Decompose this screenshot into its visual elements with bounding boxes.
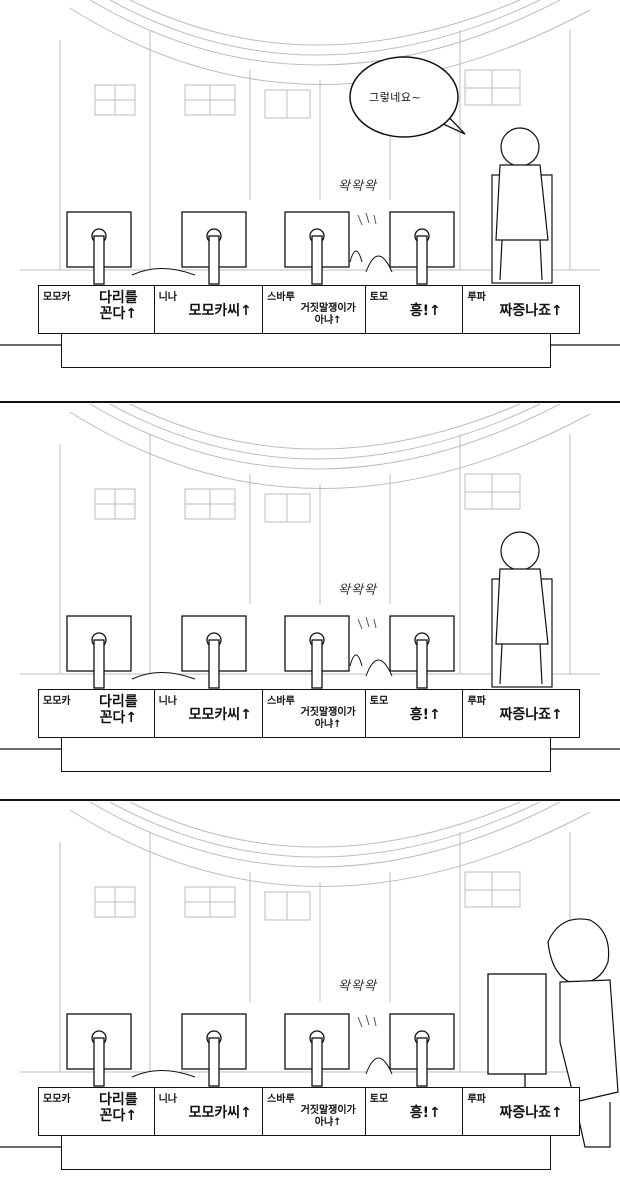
nameplate-name: 니나 [158,696,177,707]
nameplate-subaru: 스바루 거짓말쟁이가 아냐↑ [263,690,366,737]
slogan-line: 꼰다↑ [99,306,138,323]
studio-background [0,0,620,346]
nameplate-momoka: 모모카 다리를 꼰다↑ [39,1088,155,1135]
nameplate-subaru: 스바루 거짓말쟁이가 아냐↑ [263,286,366,333]
nameplate-rupa: 루파 짜증나죠↑ [463,286,579,333]
speech-bubble-text: 그렇네요~ [369,91,422,104]
nameplate-slogan: 모모카씨↑ [188,303,252,319]
nameplate-tomo: 토모 흥!↑ [366,286,464,333]
nameplate-momoka: 모모카 다리를 꼰다↑ [39,286,155,333]
sfx-text: 왁왁왁 [338,979,377,994]
desk-base [61,334,551,368]
slogan-line: 거짓말쟁이가 [300,707,356,718]
nameplate-nina: 니나 모모카씨↑ [155,1088,264,1135]
slogan-line: 꼰다↑ [99,710,138,727]
nameplate-row: 모모카 다리를 꼰다↑ 니나 모모카씨↑ 스바루 거짓말쟁이가 아냐↑ 토모 흥… [38,1087,580,1136]
nameplate-name: 토모 [369,696,389,707]
nameplate-slogan: 다리를 꼰다↑ [99,1092,138,1124]
nameplate-slogan: 흥!↑ [409,707,441,723]
nameplate-slogan: 다리를 꼰다↑ [99,694,138,726]
nameplate-name: 루파 [467,1094,486,1105]
slogan-line: 꼰다↑ [99,1108,138,1125]
studio-background [0,802,619,1148]
nameplate-name: 스바루 [267,696,295,707]
nameplate-name: 루파 [467,292,486,303]
sfx-text: 왁왁왁 [338,179,377,194]
nameplate-subaru: 스바루 거짓말쟁이가 아냐↑ [263,1088,366,1135]
nameplate-slogan: 모모카씨↑ [188,707,252,723]
slogan-line: 아냐↑ [314,314,342,326]
nameplate-slogan: 흥!↑ [409,1105,441,1121]
nameplate-slogan: 거짓말쟁이가 아냐↑ [290,1105,366,1128]
nameplate-row: 모모카 다리를 꼰다↑ 니나 모모카씨↑ 스바루 거짓말쟁이가 아냐↑ 토모 흥… [38,285,580,334]
slogan-line: 아냐↑ [314,718,342,730]
slogan-line: 거짓말쟁이가 [300,303,356,314]
panel-divider [0,799,620,801]
slogan-line: 다리를 [99,1092,138,1108]
nameplate-slogan: 모모카씨↑ [188,1105,252,1121]
nameplate-name: 모모카 [43,292,71,303]
nameplate-slogan: 짜증나죠↑ [499,1105,563,1121]
nameplate-momoka: 모모카 다리를 꼰다↑ [39,690,155,737]
desk-base [61,1136,551,1170]
nameplate-nina: 니나 모모카씨↑ [155,286,264,333]
nameplate-tomo: 토모 흥!↑ [366,1088,464,1135]
slogan-line: 아냐↑ [314,1116,342,1128]
nameplate-name: 모모카 [43,1094,71,1105]
nameplate-name: 니나 [158,1094,177,1105]
desk-base [61,738,551,772]
nameplate-name: 니나 [158,292,177,303]
studio-background [0,404,620,750]
nameplate-name: 모모카 [43,696,71,707]
nameplate-row: 모모카 다리를 꼰다↑ 니나 모모카씨↑ 스바루 거짓말쟁이가 아냐↑ 토모 흥… [38,689,580,738]
comic-panel-1: 그렇네요~ 왁왁왁 모모카 다리를 꼰다↑ 니나 모모카씨↑ 스바루 거짓말쟁이… [0,0,620,395]
nameplate-slogan: 다리를 꼰다↑ [99,290,138,322]
panel-divider [0,401,620,403]
slogan-line: 다리를 [99,290,138,306]
nameplate-slogan: 짜증나죠↑ [499,707,563,723]
nameplate-name: 스바루 [267,1094,295,1105]
nameplate-rupa: 루파 짜증나죠↑ [463,690,579,737]
nameplate-name: 루파 [467,696,486,707]
nameplate-name: 스바루 [267,292,295,303]
nameplate-tomo: 토모 흥!↑ [366,690,464,737]
nameplate-slogan: 거짓말쟁이가 아냐↑ [290,303,366,326]
comic-panel-2: 왁왁왁 모모카 다리를 꼰다↑ 니나 모모카씨↑ 스바루 거짓말쟁이가 아냐↑ … [0,404,620,799]
nameplate-slogan: 짜증나죠↑ [499,303,563,319]
nameplate-name: 토모 [369,292,389,303]
slogan-line: 거짓말쟁이가 [300,1105,356,1116]
nameplate-slogan: 흥!↑ [409,303,441,319]
comic-panel-3: 왁왁왁 모모카 다리를 꼰다↑ 니나 모모카씨↑ 스바루 거짓말쟁이가 아냐↑ … [0,802,620,1197]
slogan-line: 다리를 [99,694,138,710]
sfx-text: 왁왁왁 [338,583,377,598]
nameplate-name: 토모 [369,1094,389,1105]
nameplate-slogan: 거짓말쟁이가 아냐↑ [290,707,366,730]
nameplate-nina: 니나 모모카씨↑ [155,690,264,737]
nameplate-rupa: 루파 짜증나죠↑ [463,1088,579,1135]
speech-bubble [349,56,459,138]
